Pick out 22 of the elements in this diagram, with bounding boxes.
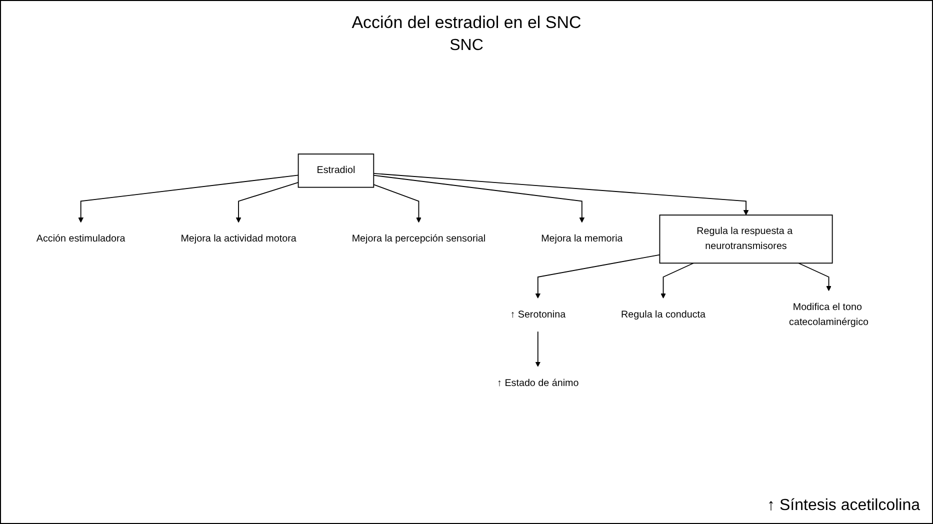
node-text: Mejora la percepción sensorial [352,234,486,244]
node-text: ↑ Serotonina [510,309,566,320]
arrow [373,173,749,216]
arrow [535,254,660,298]
arrow [373,184,422,223]
node-text: Mejora la actividad motora [180,234,296,244]
note-text: SNC [450,37,484,54]
node-text: Regula la conducta [621,309,706,320]
node-box: Regula la respuesta a neurotransmisores [659,214,833,264]
arrow [236,182,299,223]
node-text: Mejora la memoria [541,234,623,244]
arrow [660,262,694,298]
arrow [535,331,541,367]
diagram-title: Acción del estradiol en el SNC [352,13,582,33]
node-box: Estradiol [298,154,374,188]
arrow [373,174,585,223]
node-text: Modifica el tono catecolaminérgico [789,302,869,328]
node-text: ↑ Estado de ánimo [497,378,579,388]
arrow [78,174,299,223]
arrow [798,262,832,292]
node-text: Acción estimuladora [36,234,126,244]
note-text: ↑ Síntesis acetilcolina [767,497,920,515]
